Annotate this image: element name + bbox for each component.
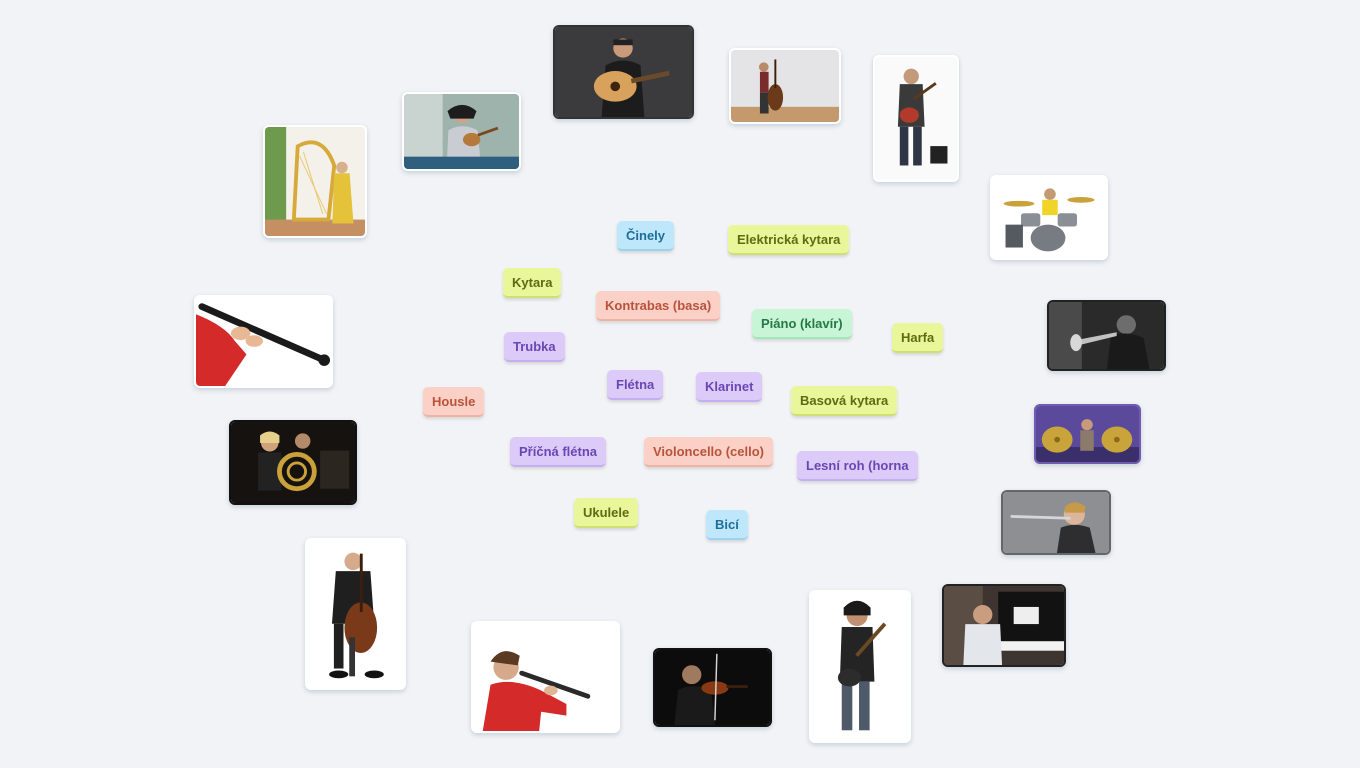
label-klarinet[interactable]: Klarinet (696, 372, 763, 402)
recorder-photo[interactable] (471, 621, 620, 733)
harp-photo[interactable] (263, 125, 367, 238)
clarinet-photo[interactable] (194, 295, 333, 388)
violin-photo[interactable] (653, 648, 772, 727)
french-horn-photo[interactable] (229, 420, 357, 505)
label-elektricka-kytara[interactable]: Elektrická kytara (728, 225, 850, 255)
transverse-flute-photo[interactable] (1001, 490, 1111, 555)
label-violoncello[interactable]: Violoncello (cello) (644, 437, 774, 467)
label-piano[interactable]: Piáno (klavír) (752, 309, 852, 339)
label-lesni-roh[interactable]: Lesní roh (horna (797, 451, 918, 481)
acoustic-guitar-photo[interactable] (553, 25, 694, 119)
label-cinely[interactable]: Činely (617, 221, 675, 251)
label-trubka[interactable]: Trubka (504, 332, 565, 362)
cymbals-photo[interactable] (1034, 404, 1141, 464)
label-pricna-fletna[interactable]: Příčná flétna (510, 437, 607, 467)
ukulele-photo[interactable] (402, 92, 521, 171)
label-bici[interactable]: Bicí (706, 510, 748, 540)
drum-kit-photo[interactable] (990, 175, 1108, 260)
label-harfa[interactable]: Harfa (892, 323, 944, 353)
label-fletna[interactable]: Flétna (607, 370, 664, 400)
label-ukulele[interactable]: Ukulele (574, 498, 639, 528)
label-kytara[interactable]: Kytara (503, 268, 562, 298)
label-basova-kytara[interactable]: Basová kytara (791, 386, 898, 416)
bass-guitar-photo[interactable] (809, 590, 911, 743)
cello-photo[interactable] (305, 538, 406, 690)
piano-photo[interactable] (942, 584, 1066, 667)
trumpet-photo[interactable] (1047, 300, 1166, 371)
label-housle[interactable]: Housle (423, 387, 485, 417)
label-kontrabas[interactable]: Kontrabas (basa) (596, 291, 721, 321)
electric-guitar-photo[interactable] (873, 55, 959, 182)
double-bass-photo[interactable] (729, 48, 841, 124)
